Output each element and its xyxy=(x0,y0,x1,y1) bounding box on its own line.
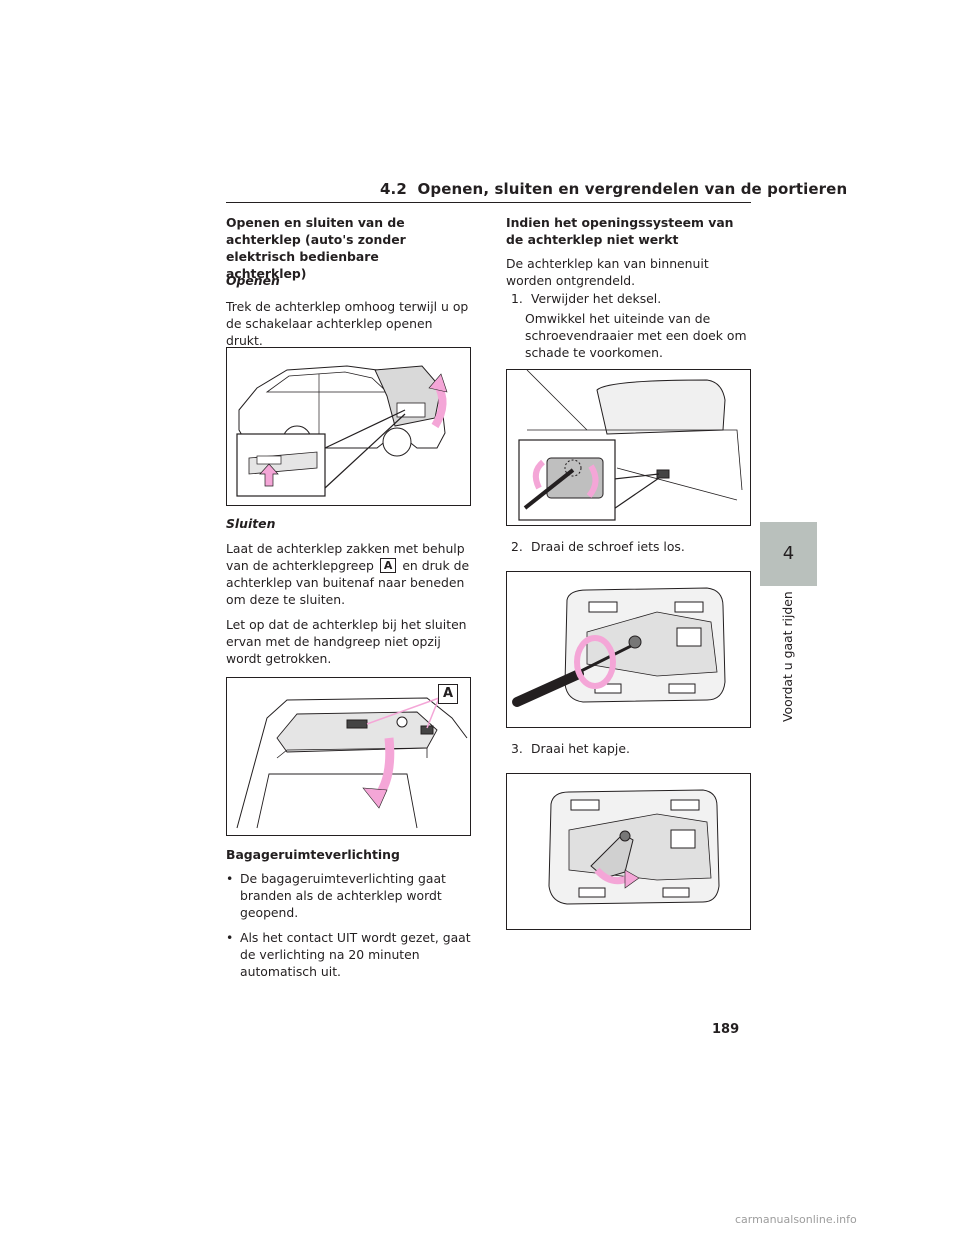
chapter-label: Voordat u gaat rijden xyxy=(780,591,795,722)
step-text: Draai de schroef iets los. xyxy=(531,539,685,554)
right-intro-block: De achterklep kan van binnenuit worden o… xyxy=(506,255,751,289)
step-2: 2. Draai de schroef iets los. xyxy=(511,538,751,555)
light-heading-block: Bagageruimteverlichting xyxy=(226,846,471,863)
step-text: Draai het kapje. xyxy=(531,741,630,756)
tailgate-heading: Openen en sluiten van de achterklep (aut… xyxy=(226,215,406,281)
section-number: 4.2 xyxy=(380,180,407,198)
light-bullets: • De bagageruimteverlichting gaat brande… xyxy=(226,870,471,980)
list-item: • Als het contact UIT wordt gezet, gaat … xyxy=(226,929,471,980)
marker-a: A xyxy=(379,558,397,573)
step-1: 1. Verwijder het deksel. Omwikkel het ui… xyxy=(511,290,751,361)
chapter-label-block: Voordat u gaat rijden xyxy=(760,586,817,726)
close-text-1b: en druk de achterklep van buitenaf naar … xyxy=(226,558,470,607)
chapter-tab: 4 xyxy=(760,522,817,586)
bullet-dot: • xyxy=(226,930,234,945)
list-item: • De bagageruimteverlichting gaat brande… xyxy=(226,870,471,921)
left-heading-block: Openen en sluiten van de achterklep (aut… xyxy=(226,214,461,282)
open-text: Trek de achterklep omhoog terwijl u op d… xyxy=(226,299,469,348)
figure-marker-a: A xyxy=(438,684,458,704)
close-heading-block: Sluiten xyxy=(226,515,471,532)
figure-close-tailgate xyxy=(226,677,471,836)
close-text-block: Laat de achterklep zakken met behulp van… xyxy=(226,540,471,667)
fallback-intro: De achterklep kan van binnenuit worden o… xyxy=(506,256,709,288)
step-3: 3. Draai het kapje. xyxy=(511,740,751,757)
light-heading: Bagageruimteverlichting xyxy=(226,847,400,862)
close-text-1: Laat de achterklep zakken met behulp van… xyxy=(226,540,471,608)
chapter-number: 4 xyxy=(782,543,795,564)
step-number: 1. xyxy=(511,291,523,306)
bullet-text: De bagageruimteverlichting gaat branden … xyxy=(240,871,446,920)
fallback-heading: Indien het openingssysteem van de achter… xyxy=(506,215,734,247)
open-heading: Openen xyxy=(226,273,280,288)
open-text-block: Trek de achterklep omhoog terwijl u op d… xyxy=(226,298,471,349)
figure-turn-cap xyxy=(506,773,751,930)
step-number: 2. xyxy=(511,539,523,554)
figure-loosen-screw xyxy=(506,571,751,728)
header-rule xyxy=(226,202,751,203)
close-text-1a: Laat de achterklep zakken met behulp van… xyxy=(226,541,465,573)
open-heading-block: Openen xyxy=(226,272,471,289)
page-number: 189 xyxy=(712,1022,740,1037)
bullet-dot: • xyxy=(226,871,234,886)
right-heading-block: Indien het openingssysteem van de achter… xyxy=(506,214,746,248)
step-note: Omwikkel het uiteinde van de schroevendr… xyxy=(525,311,747,360)
section-title: Openen, sluiten en vergrendelen van de p… xyxy=(417,180,848,198)
step-number: 3. xyxy=(511,741,523,756)
close-text-2: Let op dat de achterklep bij het sluiten… xyxy=(226,617,467,666)
footer-watermark: carmanualsonline.info xyxy=(735,1213,857,1226)
section-header: 4.2 Openen, sluiten en vergrendelen van … xyxy=(380,180,847,198)
figure-remove-cover xyxy=(506,369,751,526)
step-text: Verwijder het deksel. xyxy=(531,291,662,306)
close-heading: Sluiten xyxy=(226,516,276,531)
figure-open-tailgate xyxy=(226,347,471,506)
bullet-text: Als het contact UIT wordt gezet, gaat de… xyxy=(240,930,471,979)
